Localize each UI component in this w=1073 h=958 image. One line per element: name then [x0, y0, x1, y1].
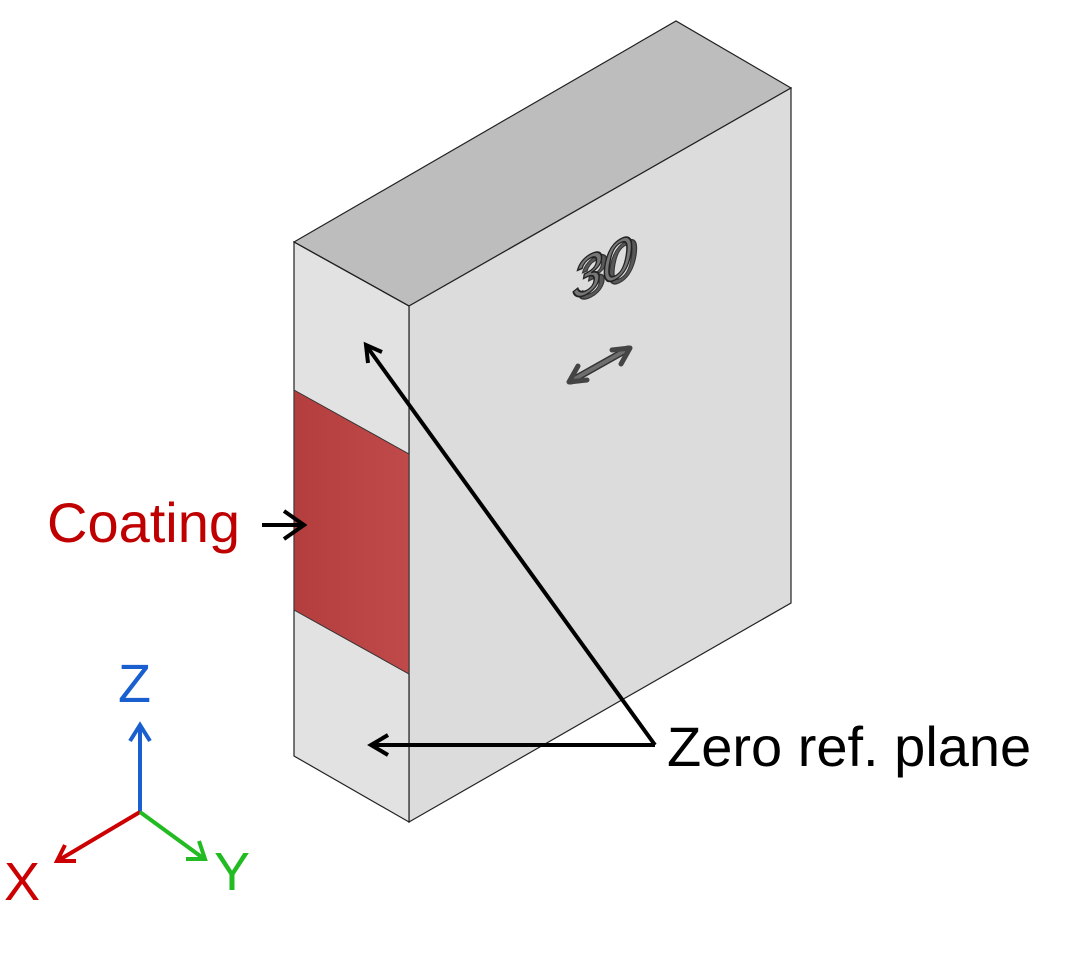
axis-z-label: Z — [118, 654, 151, 714]
coating-arrow — [262, 509, 308, 541]
coating-label: Coating — [47, 491, 240, 554]
coating-region — [293, 389, 410, 675]
axis-y: Y — [138, 810, 250, 902]
double-arrow-icon — [566, 345, 633, 385]
axis-x: X — [4, 810, 142, 912]
zero-ref-arrows — [363, 341, 657, 757]
zero-ref-plane-label: Zero ref. plane — [667, 715, 1031, 778]
block — [292, 20, 793, 824]
axis-triad: Z X Y — [4, 654, 250, 912]
block-top-edge — [293, 241, 410, 307]
axis-z: Z — [118, 654, 152, 812]
axis-y-label: Y — [214, 842, 250, 902]
axis-x-label: X — [4, 852, 40, 912]
